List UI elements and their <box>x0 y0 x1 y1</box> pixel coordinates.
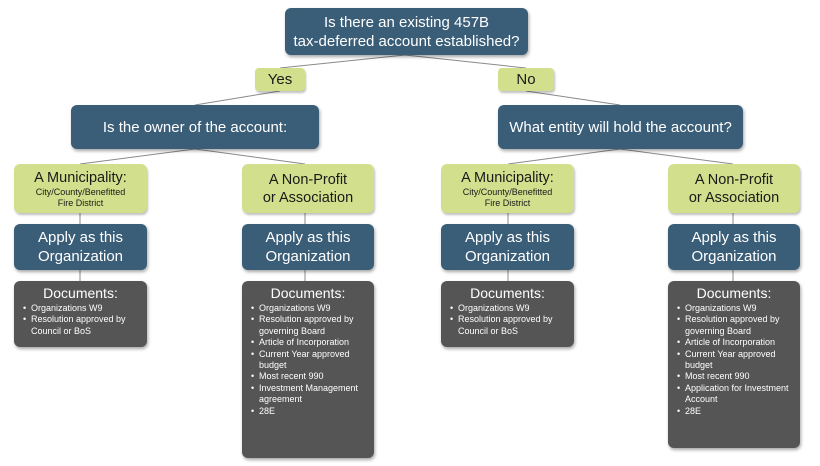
apply-line1: Apply as this <box>691 229 777 246</box>
documents-title: Documents: <box>270 285 346 301</box>
municipality-box-no: A Municipality: City/County/Benefitted F… <box>441 164 574 213</box>
apply-line1: Apply as this <box>464 229 551 246</box>
owner-question-text: Is the owner of the account: <box>102 118 288 136</box>
municipality-box-yes: A Municipality: City/County/Benefitted F… <box>14 164 147 213</box>
apply-line2: Organization <box>265 248 351 265</box>
municipality-sub2: Fire District <box>484 197 531 208</box>
documents-box-nonprofit-yes: Documents: Organizations W9 Resolution a… <box>242 281 374 458</box>
nonprofit-line1: A Non-Profit <box>694 171 774 188</box>
documents-box-nonprofit-no: Documents: Organizations W9 Resolution a… <box>668 281 800 448</box>
documents-box-municipality-no: Documents: Organizations W9 Resolution a… <box>441 281 574 347</box>
documents-title: Documents: <box>696 285 772 301</box>
apply-box-nonprofit-no: Apply as this Organization <box>668 224 800 270</box>
nonprofit-box-no: A Non-Profit or Association <box>668 164 800 213</box>
documents-list: Organizations W9 Resolution approved by … <box>242 303 374 417</box>
apply-line2: Organization <box>464 248 551 265</box>
document-item: Article of Incorporation <box>677 337 794 349</box>
entity-question-box: What entity will hold the account? <box>498 105 743 149</box>
municipality-sub1: City/County/Benefitted <box>35 186 126 197</box>
documents-box-municipality-yes: Documents: Organizations W9 Resolution a… <box>14 281 147 347</box>
documents-list: Organizations W9 Resolution approved by … <box>441 303 574 337</box>
root-question-box: Is there an existing 457B tax-deferred a… <box>285 8 528 55</box>
document-item: Current Year approved budget <box>251 349 368 372</box>
root-question-line2: tax-deferred account established? <box>293 32 520 50</box>
apply-line1: Apply as this <box>37 229 124 246</box>
documents-title: Documents: <box>43 285 118 301</box>
document-item: Investment Management agreement <box>251 383 368 406</box>
document-item: Organizations W9 <box>450 303 568 315</box>
document-item: Current Year approved budget <box>677 349 794 372</box>
owner-question-box: Is the owner of the account: <box>71 105 319 149</box>
documents-title: Documents: <box>470 285 545 301</box>
apply-box-municipality-no: Apply as this Organization <box>441 224 574 270</box>
documents-list: Organizations W9 Resolution approved by … <box>14 303 147 337</box>
entity-question-text: What entity will hold the account? <box>509 118 732 136</box>
municipality-title: A Municipality: <box>34 169 127 186</box>
nonprofit-line2: or Association <box>262 189 354 206</box>
document-item: 28E <box>677 406 794 418</box>
document-item: Resolution approved by Council or BoS <box>450 314 568 337</box>
yes-label: Yes <box>267 71 293 88</box>
no-label-box: No <box>498 68 554 91</box>
nonprofit-box-yes: A Non-Profit or Association <box>242 164 374 213</box>
nonprofit-line2: or Association <box>688 189 780 206</box>
apply-box-nonprofit-yes: Apply as this Organization <box>242 224 374 270</box>
document-item: Resolution approved by governing Board <box>251 314 368 337</box>
municipality-sub1: City/County/Benefitted <box>462 186 553 197</box>
yes-label-box: Yes <box>255 68 305 91</box>
document-item: Application for Investment Account <box>677 383 794 406</box>
apply-line1: Apply as this <box>265 229 351 246</box>
document-item: Resolution approved by governing Board <box>677 314 794 337</box>
no-label: No <box>516 71 536 88</box>
municipality-sub2: Fire District <box>57 197 104 208</box>
document-item: Organizations W9 <box>677 303 794 315</box>
document-item: 28E <box>251 406 368 418</box>
document-item: Most recent 990 <box>677 371 794 383</box>
document-item: Article of Incorporation <box>251 337 368 349</box>
documents-list: Organizations W9 Resolution approved by … <box>668 303 800 417</box>
document-item: Resolution approved by Council or BoS <box>23 314 141 337</box>
document-item: Organizations W9 <box>23 303 141 315</box>
apply-line2: Organization <box>37 248 124 265</box>
document-item: Organizations W9 <box>251 303 368 315</box>
document-item: Most recent 990 <box>251 371 368 383</box>
apply-box-municipality-yes: Apply as this Organization <box>14 224 147 270</box>
nonprofit-line1: A Non-Profit <box>268 171 348 188</box>
municipality-title: A Municipality: <box>461 169 554 186</box>
apply-line2: Organization <box>691 248 777 265</box>
root-question-line1: Is there an existing 457B <box>323 13 490 31</box>
